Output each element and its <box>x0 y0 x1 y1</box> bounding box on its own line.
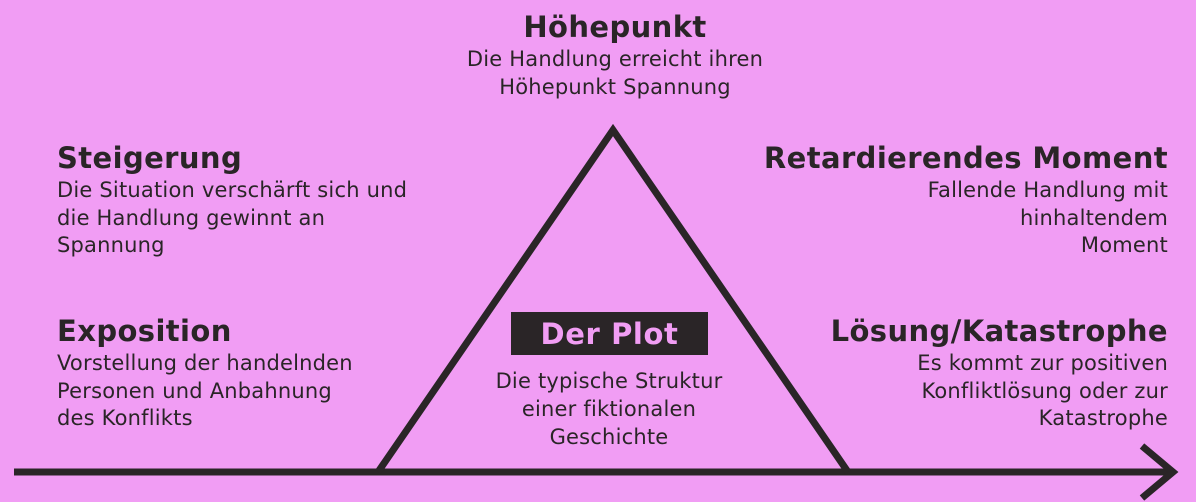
stage-steigerung-desc: Die Situation verschärft sich und die Ha… <box>57 178 408 257</box>
stage-steigerung-title: Steigerung <box>57 141 243 175</box>
plot-desc: Die typische Struktur einer fiktionalen … <box>495 369 723 449</box>
stage-loesung-katastrophe-desc: Es kommt zur positiven Konfliktlösung od… <box>917 351 1168 430</box>
stage-hoehepunkt: Höhepunkt Die Handlung erreicht ihren Hö… <box>335 9 895 101</box>
stage-retardierendes-moment-title: Retardierendes Moment <box>763 141 1168 175</box>
stage-hoehepunkt-title: Höhepunkt <box>523 10 707 44</box>
stage-hoehepunkt-desc: Die Handlung erreicht ihren Höhepunkt Sp… <box>466 47 764 99</box>
arrowhead-icon <box>1139 443 1179 501</box>
stage-retardierendes-moment: Retardierendes Moment Fallende Handlung … <box>738 140 1168 260</box>
plot-title: Der Plot <box>540 316 679 351</box>
pyramid-outline <box>375 123 851 474</box>
stage-loesung-katastrophe-title: Lösung/Katastrophe <box>830 314 1168 348</box>
plot-title-box: Der Plot <box>511 312 708 355</box>
stage-exposition-title: Exposition <box>57 314 232 348</box>
stage-loesung-katastrophe: Lösung/Katastrophe Es kommt zur positive… <box>768 313 1168 433</box>
stage-exposition: Exposition Vorstellung der handelnden Pe… <box>57 313 477 433</box>
stage-exposition-desc: Vorstellung der handelnden Personen und … <box>57 351 353 430</box>
stage-steigerung: Steigerung Die Situation verschärft sich… <box>57 140 487 260</box>
stage-retardierendes-moment-desc: Fallende Handlung mit hinhaltendem Momen… <box>927 178 1168 257</box>
